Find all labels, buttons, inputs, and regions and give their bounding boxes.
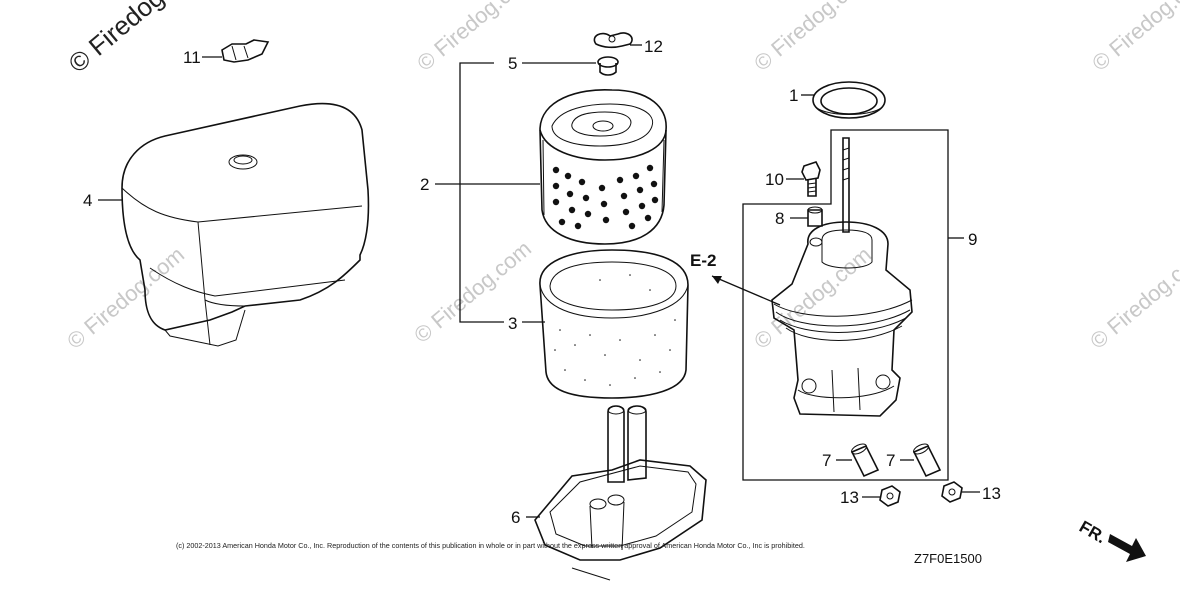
part-6-base-plate[interactable] [534, 405, 707, 581]
callout-1: 1 [789, 86, 798, 105]
reference-e2: E-2 [690, 251, 716, 270]
callout-13-left: 13 [840, 488, 859, 507]
front-direction-marker: FR. [1076, 517, 1146, 562]
filter-perforations [552, 164, 659, 230]
part-12-wing-nut[interactable] [593, 32, 633, 49]
callout-8: 8 [775, 209, 784, 228]
callout-4: 4 [83, 191, 92, 210]
reference-arrow [711, 275, 781, 306]
part-11-clip[interactable] [221, 39, 270, 63]
watermark: © Firedog.com [1087, 0, 1180, 76]
watermarks: © Firedog © Firedog.com © Firedog.com © … [62, 0, 1180, 354]
callout-7-left: 7 [822, 451, 831, 470]
part-4-cover[interactable] [121, 102, 370, 347]
part-1-packing[interactable] [812, 81, 886, 119]
watermark: © Firedog.com [749, 0, 876, 76]
part-13-nut-left[interactable] [879, 485, 901, 507]
part-13-nut-right[interactable] [941, 481, 963, 503]
copyright-notice: (c) 2002-2013 American Honda Motor Co., … [176, 541, 805, 550]
callout-6: 6 [511, 508, 520, 527]
watermark: © Firedog.com [62, 242, 189, 354]
callout-2: 2 [420, 175, 429, 194]
part-2-paper-element[interactable] [539, 89, 667, 245]
part-9-case[interactable] [771, 137, 913, 417]
callout-11: 11 [183, 48, 201, 67]
bracket-2-3-5 [459, 62, 504, 323]
callout-9: 9 [968, 230, 977, 249]
watermark: © Firedog.com [412, 0, 539, 76]
arrow-head [712, 276, 722, 284]
front-arrow-icon [1108, 534, 1146, 562]
callout-7-right: 7 [886, 451, 895, 470]
drawing-code: Z7F0E1500 [914, 551, 982, 566]
callout-10: 10 [765, 170, 784, 189]
callout-5: 5 [508, 54, 517, 73]
part-7-collar-left[interactable] [850, 442, 880, 478]
callout-3: 3 [508, 314, 517, 333]
watermark: © Firedog.com [749, 242, 876, 354]
part-5-grommet[interactable] [597, 56, 619, 76]
part-3-foam-element[interactable] [539, 249, 689, 399]
front-label: FR. [1076, 517, 1109, 547]
watermark: © Firedog.com [1085, 242, 1180, 354]
part-7-collar-right[interactable] [912, 442, 942, 478]
part-8-collar[interactable] [807, 206, 823, 227]
bracket-9 [742, 129, 949, 481]
callout-13-right: 13 [982, 484, 1001, 503]
callout-12: 12 [644, 37, 663, 56]
foam-texture [554, 274, 676, 386]
corner-watermark: © Firedog [63, 0, 170, 79]
part-10-bolt[interactable] [801, 161, 821, 197]
